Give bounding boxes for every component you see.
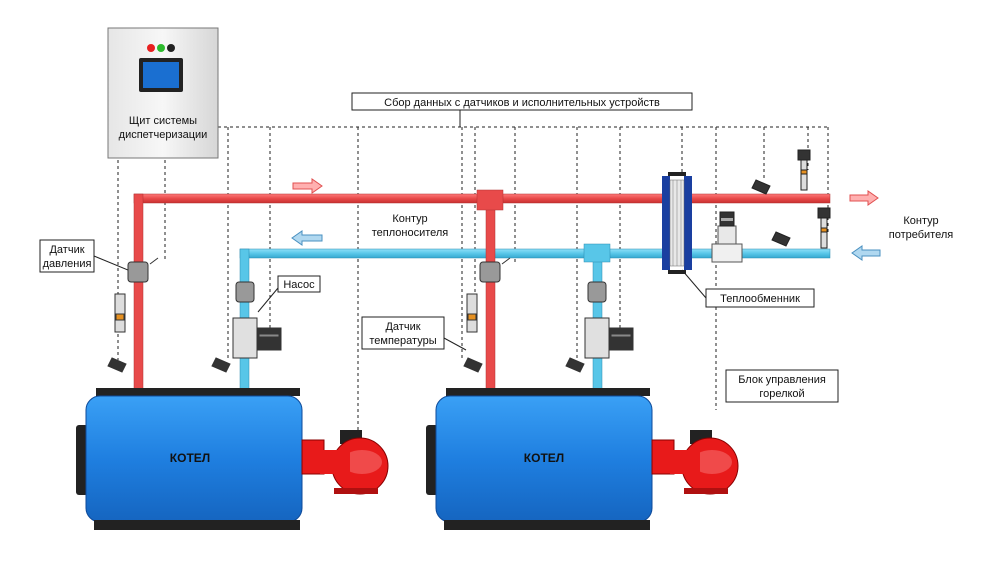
arrow-left-return [291,230,323,246]
callout-temp-sensor: Датчик температуры [361,316,467,351]
data-bus-text: Сбор данных с датчиков и исполнительных … [384,97,660,109]
burner-ctrl-label-line1: Блок управления [738,374,826,386]
data-bus-label: Сбор данных с датчиков и исполнительных … [351,92,693,127]
panel-label-line1: Щит системы [129,115,197,127]
status-lamp-green [157,44,165,52]
consumer-label-line1: Контур [903,215,938,227]
boiler2-label: КОТЕЛ [524,451,564,465]
flow-arrows [291,178,881,261]
arrow-right-supply [292,178,323,194]
consumer-pump-icon [711,211,743,263]
callout-pressure-sensor: Датчик давления [39,239,129,273]
burner-2 [651,430,739,495]
coolant-label-line2: теплоносителя [372,227,449,239]
boiler-2: КОТЕЛ [426,388,653,530]
temp-label-line2: температуры [369,335,436,347]
consumer-label-line2: потребителя [889,229,954,241]
exchanger-label: Теплообменник [720,293,800,305]
data-bus-lines [117,126,829,430]
pressure-label-line2: давления [43,258,92,270]
callout-burner-control: Блок управления горелкой [725,369,839,403]
arrow-left-consumer-in [851,245,881,261]
panel-screen [143,62,179,88]
label-coolant-loop: Контур теплоносителя [372,213,449,239]
dispatch-panel: Щит системы диспетчеризации [107,27,219,159]
pressure-label-line1: Датчик [49,244,84,256]
boiler-1: КОТЕЛ [76,388,303,530]
consumer-sensors [751,149,831,249]
boiler2-fittings [463,257,634,373]
boiler1-fittings [107,257,282,373]
panel-label-line2: диспетчеризации [119,129,208,141]
arrow-right-consumer-out [849,190,879,206]
heat-exchanger [662,172,692,274]
label-consumer-loop: Контур потребителя [889,215,954,241]
pump-label: Насос [283,279,315,291]
burner-1 [301,430,389,495]
return-pipes [239,243,831,390]
coolant-label-line1: Контур [392,213,427,225]
temp-label-line1: Датчик [385,321,420,333]
status-lamp-red [147,44,155,52]
boiler1-label: КОТЕЛ [170,451,210,465]
callout-pump: Насос [257,275,321,313]
status-lamp-dark [167,44,175,52]
burner-ctrl-label-line2: горелкой [759,388,804,400]
callout-heat-exchanger: Теплообменник [681,269,815,308]
